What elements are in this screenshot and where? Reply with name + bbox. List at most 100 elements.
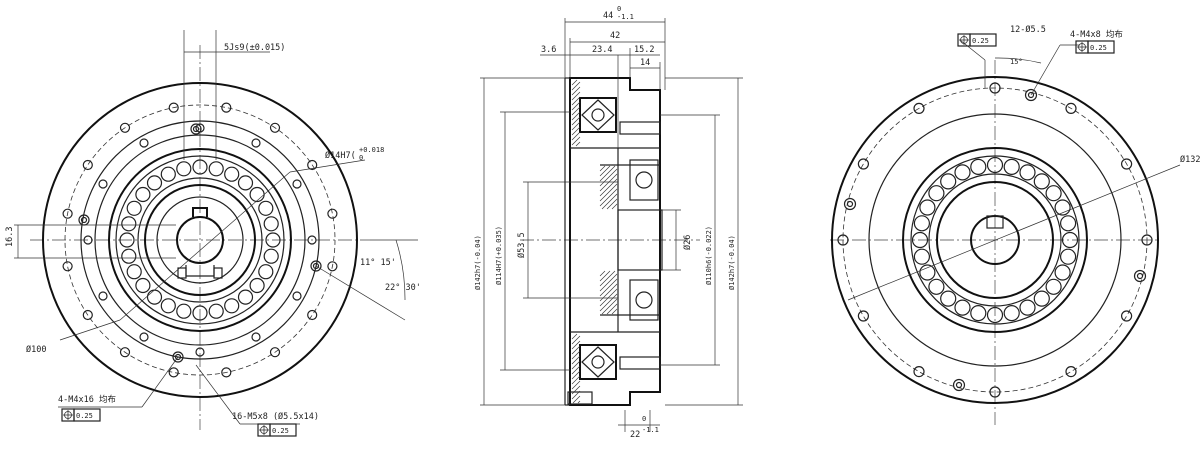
pcd-132-label: Ø132: [1180, 154, 1200, 165]
section-hatch: [599, 168, 618, 187]
position-tolerance-3-value: 0.25: [972, 37, 989, 45]
roller: [986, 156, 1004, 174]
flange-hole: [307, 309, 318, 321]
dia-114-h7: Ø114H7(+0.035): [495, 226, 503, 285]
flange-hole: [221, 367, 232, 378]
section-hatch: [571, 375, 581, 385]
flange-hole: [62, 208, 73, 219]
roller: [237, 289, 254, 305]
cross-roller-bottom: [579, 344, 617, 380]
mounting-hole: [139, 138, 149, 148]
flange-hole: [327, 261, 338, 272]
flange-hole: [269, 347, 281, 358]
dim-3-6: 3.6: [541, 45, 556, 55]
roller: [135, 277, 151, 294]
dia-53-5: Ø53.5: [516, 232, 527, 258]
section-hatch: [571, 136, 581, 146]
section-hatch: [571, 81, 581, 91]
roller: [263, 216, 279, 232]
flange-hole: [837, 234, 849, 246]
roller: [224, 298, 240, 314]
roller: [940, 173, 957, 190]
flange-hole: [119, 347, 131, 358]
section-hatch: [611, 308, 618, 315]
roller: [224, 166, 240, 182]
pcd-100-label: Ø100: [26, 344, 46, 355]
section-hatch: [571, 333, 578, 340]
dim-22: 22: [630, 430, 640, 440]
roller: [146, 289, 163, 305]
mounting-hole: [251, 138, 261, 148]
section-hatch: [599, 293, 618, 312]
flange-hole: [307, 159, 318, 171]
section-hatch: [571, 126, 581, 136]
roller: [249, 186, 265, 203]
roller: [263, 248, 279, 264]
section-hatch: [571, 79, 578, 86]
section-hatch: [606, 303, 618, 315]
dia-142-h7-right: Ø142h7(-0.04): [728, 235, 736, 290]
flange-hole: [221, 102, 232, 113]
roller: [121, 216, 137, 232]
mounting-hole: [307, 235, 317, 245]
dim-44: 44: [603, 11, 613, 21]
roller: [265, 232, 281, 248]
flange-hole: [168, 367, 179, 378]
mounting-hole: [98, 179, 108, 189]
roller: [970, 305, 987, 322]
section-hatch: [599, 183, 618, 202]
roller: [940, 290, 957, 307]
dim-44-tol-top: 0: [617, 5, 621, 13]
section-hatch: [599, 283, 618, 302]
roller: [911, 231, 929, 249]
roller: [121, 248, 137, 264]
roller: [1033, 290, 1050, 307]
roller: [146, 175, 163, 191]
flange-hole: [1141, 234, 1153, 246]
position-tolerance-frame-4: 0.25: [1075, 40, 1115, 54]
dia-110-h6: Ø110h6(-0.022): [705, 226, 713, 285]
flange-hole: [1120, 158, 1133, 170]
rear-view-right: 12-Ø5.5 0.25 4-M4x8 均布 0.25 15° Ø132: [830, 24, 1200, 425]
mounting-hole: [251, 332, 261, 342]
keyway-tolerance-label: 5Js9(±0.015): [224, 43, 285, 53]
section-hatch: [599, 270, 611, 282]
section-hatch: [601, 193, 618, 210]
section-hatch: [571, 131, 581, 141]
flange-hole: [327, 208, 338, 219]
section-hatch: [571, 385, 581, 395]
flange-hole: [989, 82, 1001, 94]
callout-4-m4x16: 4-M4x16 均布: [58, 394, 116, 405]
section-hatch: [599, 173, 618, 192]
mounting-hole: [98, 291, 108, 301]
section-hatch: [599, 188, 618, 207]
mounting-hole: [292, 179, 302, 189]
flange-hole: [82, 309, 93, 321]
section-hatch: [606, 198, 618, 210]
mounting-hole: [83, 235, 93, 245]
dim-15-2: 15.2: [634, 45, 654, 55]
dim-16-3: 16.3: [5, 227, 15, 247]
roller: [119, 232, 135, 248]
section-hatch: [599, 165, 616, 182]
roller: [919, 199, 936, 216]
roller: [954, 299, 971, 316]
roller: [1019, 299, 1036, 316]
front-view-left: 5Js9(±0.015) Ø14H7( +0.018 0 16.3 Ø100 1…: [5, 30, 421, 437]
roller: [1045, 278, 1062, 295]
flange-hole: [269, 122, 281, 133]
section-hatch: [571, 121, 581, 131]
flange-hole: [119, 122, 131, 133]
section-hatch: [571, 345, 581, 355]
flange-hole: [913, 102, 925, 115]
section-hatch: [571, 101, 581, 111]
roller: [1059, 215, 1077, 232]
flange-hole: [913, 366, 925, 378]
section-hatch: [571, 380, 581, 390]
flange-hole: [1065, 366, 1077, 378]
angle-15-label: 15°: [1010, 58, 1023, 66]
roller: [258, 264, 274, 280]
roller: [192, 305, 208, 321]
roller: [913, 215, 931, 232]
